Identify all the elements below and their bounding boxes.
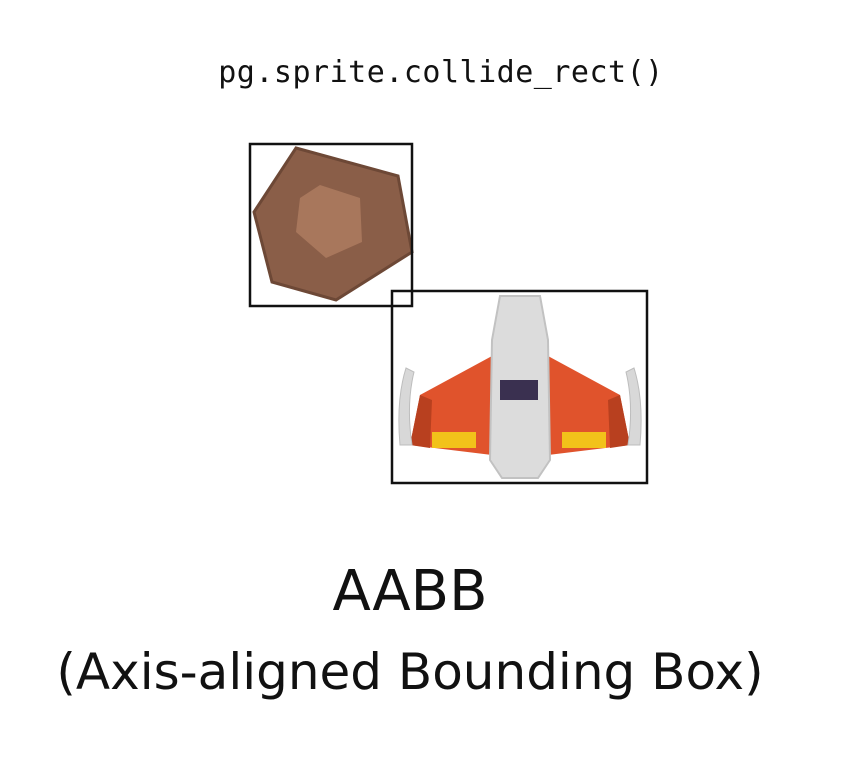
meteor-inner bbox=[296, 185, 362, 258]
meteor-bounding-box bbox=[248, 142, 414, 308]
ship-right-engine bbox=[562, 432, 606, 448]
ship-left-wingtip bbox=[398, 367, 415, 446]
player-ship-sprite bbox=[398, 295, 642, 479]
ship-left-wing-shadow bbox=[410, 395, 432, 448]
ship-bounding-box bbox=[390, 289, 649, 485]
code-caption: pg.sprite.collide_rect() bbox=[218, 55, 664, 90]
diagram-subtitle: (Axis-aligned Bounding Box) bbox=[56, 643, 764, 701]
collision-scene bbox=[248, 142, 649, 485]
ship-cockpit bbox=[500, 380, 538, 400]
ship-right-wingtip bbox=[625, 367, 642, 446]
meteor-sprite bbox=[252, 146, 414, 302]
diagram-title: AABB bbox=[332, 559, 488, 624]
ship-left-engine bbox=[432, 432, 476, 448]
ship-right-wing-shadow bbox=[608, 395, 630, 448]
